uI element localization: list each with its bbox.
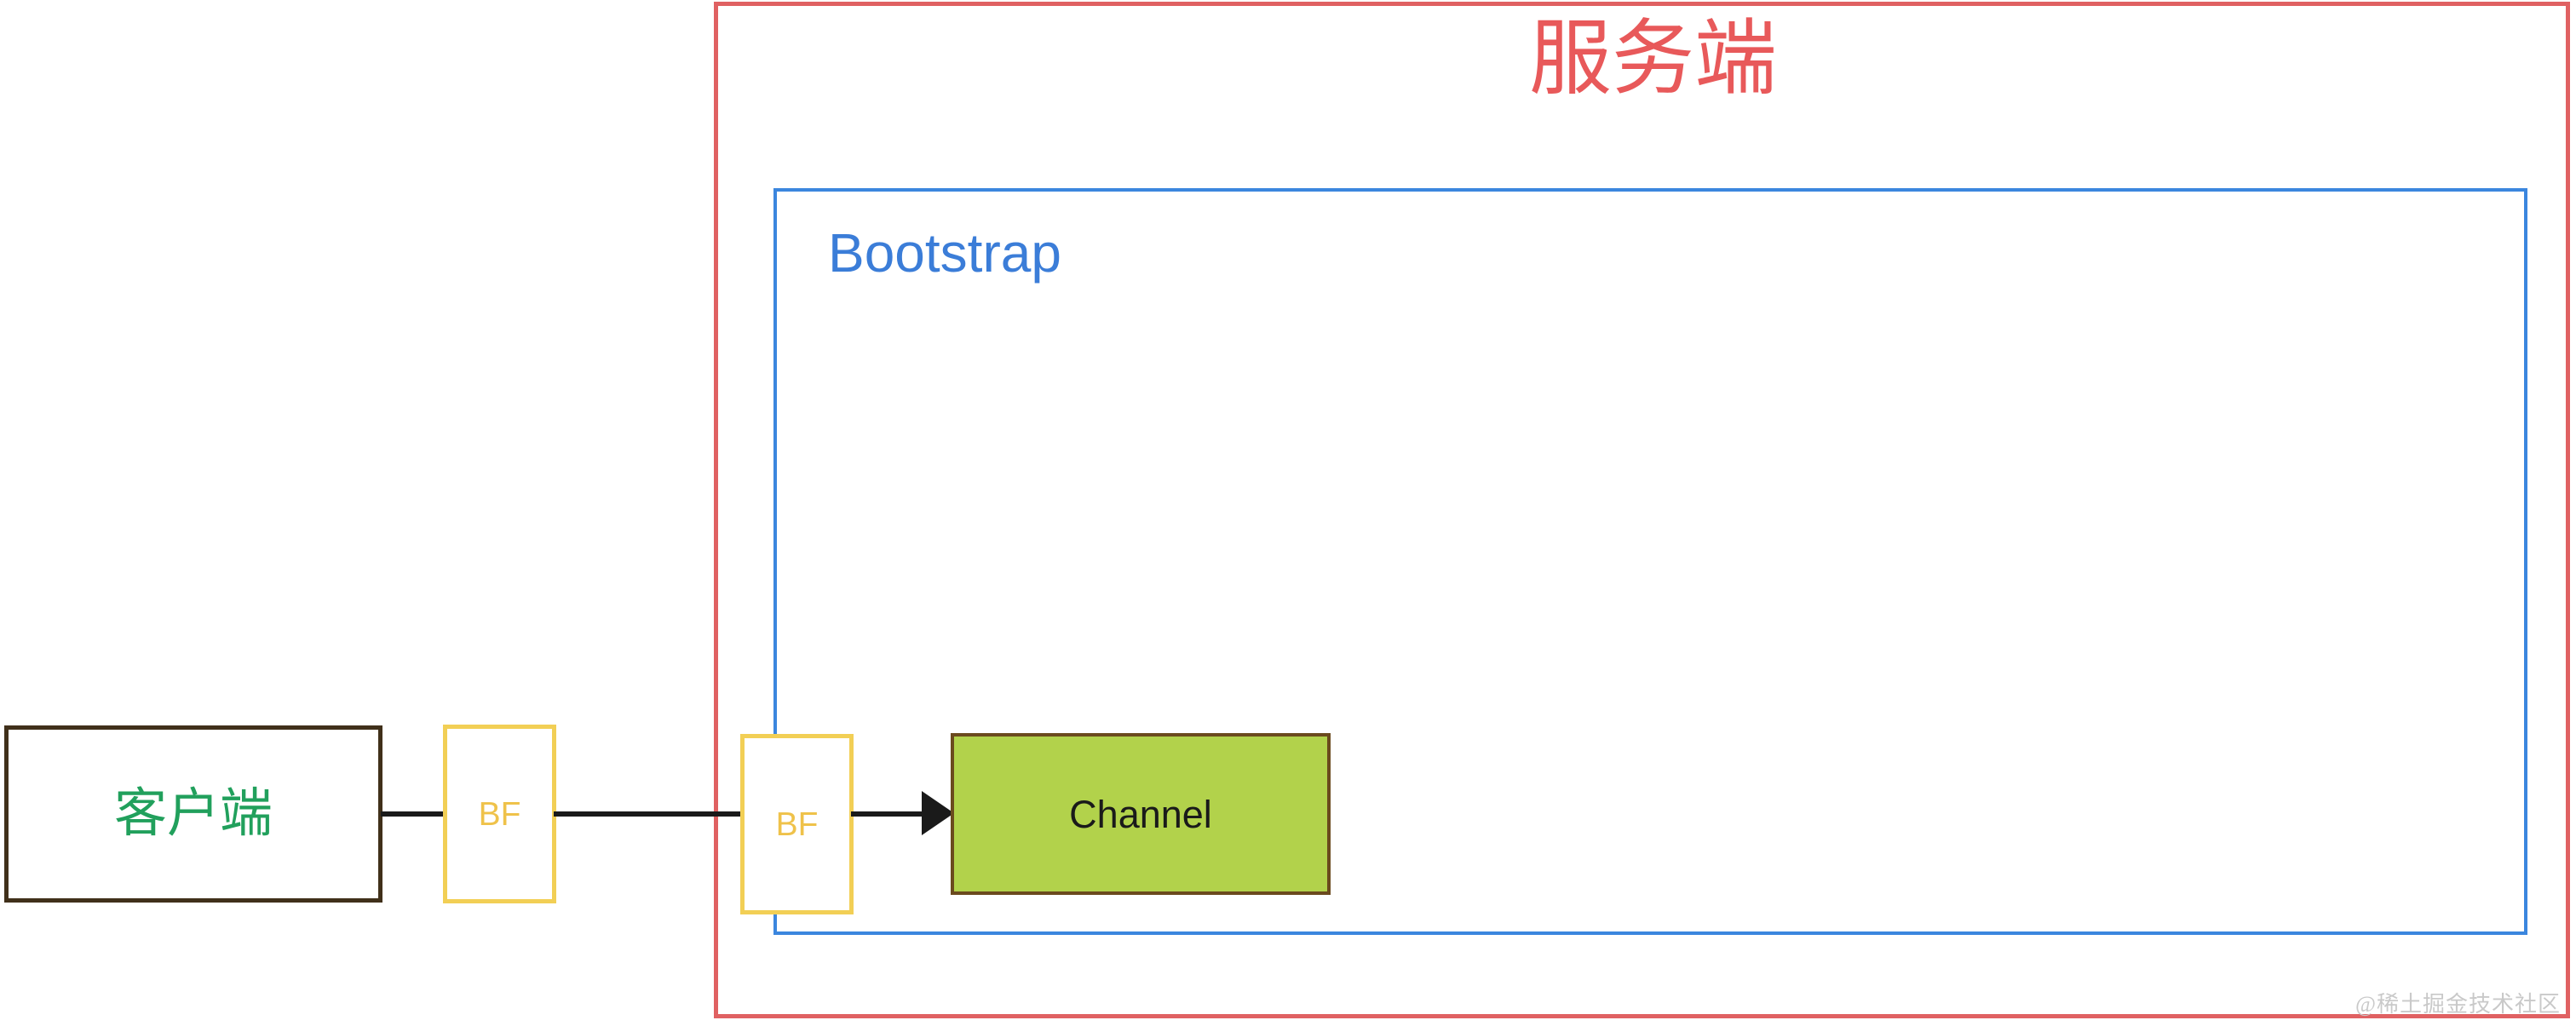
watermark: @稀土掘金技术社区 [2355,992,2561,1017]
edge-client-to-bf-outer [381,811,446,817]
node-channel-label: Channel [1069,792,1212,836]
node-channel[interactable]: Channel [951,733,1331,895]
node-bf-outer[interactable]: BF [443,725,556,903]
bootstrap-container-title: Bootstrap [828,222,1061,284]
bootstrap-container [773,188,2527,935]
server-container-title: 服务端 [1529,12,1777,105]
edge-bf-outer-to-bf-inner [554,811,744,817]
arrow-head-icon [922,791,954,835]
node-client-label: 客户端 [113,784,273,843]
node-bf-inner-label: BF [775,805,819,843]
node-bf-inner[interactable]: BF [740,734,854,914]
edge-bf-inner-to-channel [851,811,924,817]
node-bf-outer-label: BF [478,795,521,833]
node-client[interactable]: 客户端 [4,725,382,903]
server-container [714,2,2570,1018]
